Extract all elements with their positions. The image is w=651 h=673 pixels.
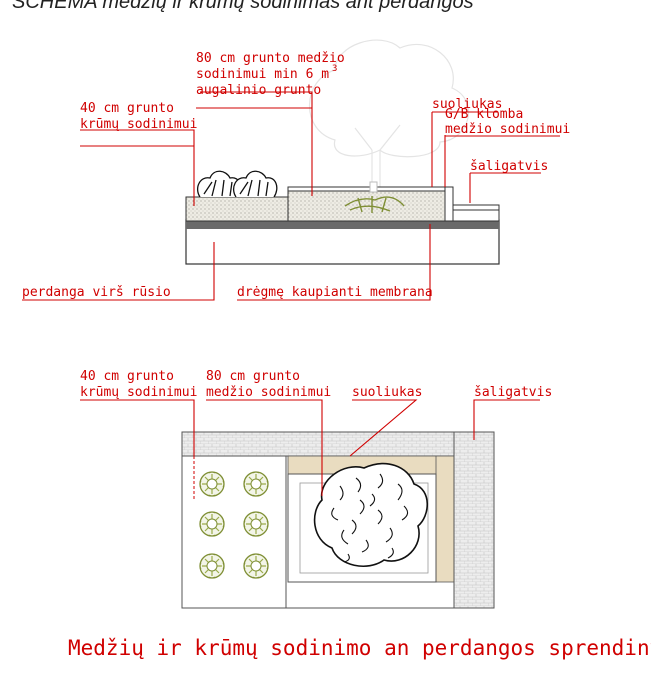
- plan-label-bench: suoliukas: [352, 385, 422, 400]
- root-ball-icon: [344, 196, 405, 213]
- plan-leader-sidewalk: [473, 399, 540, 440]
- section-label-shrub-use: krūmų sodinimui: [80, 117, 197, 132]
- bench-side: [435, 455, 455, 583]
- section-label-tree-soil: 80 cm grunto medžio: [196, 51, 345, 66]
- section-label-planter: G/B klomba: [445, 107, 523, 122]
- section-label-tree-volume: sodinimui min 6 m: [196, 67, 329, 82]
- sidewalk-plan: [453, 431, 495, 609]
- diagram-caption: Medžių ir krūmų sodinimo an perdangos sp…: [68, 636, 651, 660]
- tree-canopy-icon: [313, 462, 429, 568]
- plan-leader-tree-soil: [206, 399, 323, 496]
- plan-view: 40 cm grunto krūmų sodinimui 80 cm grunt…: [80, 369, 552, 609]
- planter-wall: [444, 186, 454, 222]
- shrub-plan-icon: [243, 511, 269, 537]
- plan-leader-shrub-soil: [80, 399, 195, 456]
- section-label-shrub-soil: 40 cm grunto: [80, 101, 174, 116]
- plan-leader-bench: [349, 399, 418, 457]
- leader-shrub-soil: [80, 129, 195, 206]
- plan-label-shrub-use: krūmų sodinimui: [80, 385, 197, 400]
- tree-soil-layer: [287, 188, 454, 222]
- shrub-soil-layer: [185, 196, 289, 222]
- section-label-bench: suoliukas: [432, 97, 502, 112]
- leader-membrane: [237, 224, 431, 301]
- shrub-plan-icon: [243, 471, 269, 497]
- plan-label-shrub-soil: 40 cm grunto: [80, 369, 174, 384]
- section-label-planter-use: medžio sodinimui: [445, 122, 570, 137]
- shrub-plan-icon: [199, 553, 225, 579]
- section-label-membrane: drėgmę kaupianti membrana: [237, 285, 433, 300]
- plan-label-tree-soil: 80 cm grunto: [206, 369, 300, 384]
- section-label-sidewalk: šaligatvis: [470, 159, 548, 174]
- shrub-bed: [181, 455, 287, 609]
- leader-tree-soil: [200, 91, 313, 196]
- shrub-plan-icon: [199, 511, 225, 537]
- leader-slab: [22, 242, 215, 301]
- page-title: SCHEMA medžių ir krūmų sodinimas ant per…: [12, 0, 474, 13]
- tree-trunk: [369, 181, 378, 193]
- section-label-tree-volume-sup: 3: [332, 64, 337, 74]
- section-view: 40 cm grunto krūmų sodinimui 80 cm grunt…: [22, 39, 570, 301]
- shrub-plan-icon: [199, 471, 225, 497]
- membrane-layer: [186, 221, 499, 229]
- sidewalk-layer: [452, 204, 500, 222]
- shrub-plan-icon: [243, 553, 269, 579]
- section-label-slab: perdanga virš rūsio: [22, 285, 171, 300]
- tree-silhouette: [309, 39, 469, 188]
- shrub-icon: [196, 170, 278, 198]
- plan-label-tree-use: medžio sodinimui: [206, 385, 331, 400]
- section-label-tree-vegetal: augalinio grunto: [196, 83, 321, 98]
- plan-label-sidewalk: šaligatvis: [474, 385, 552, 400]
